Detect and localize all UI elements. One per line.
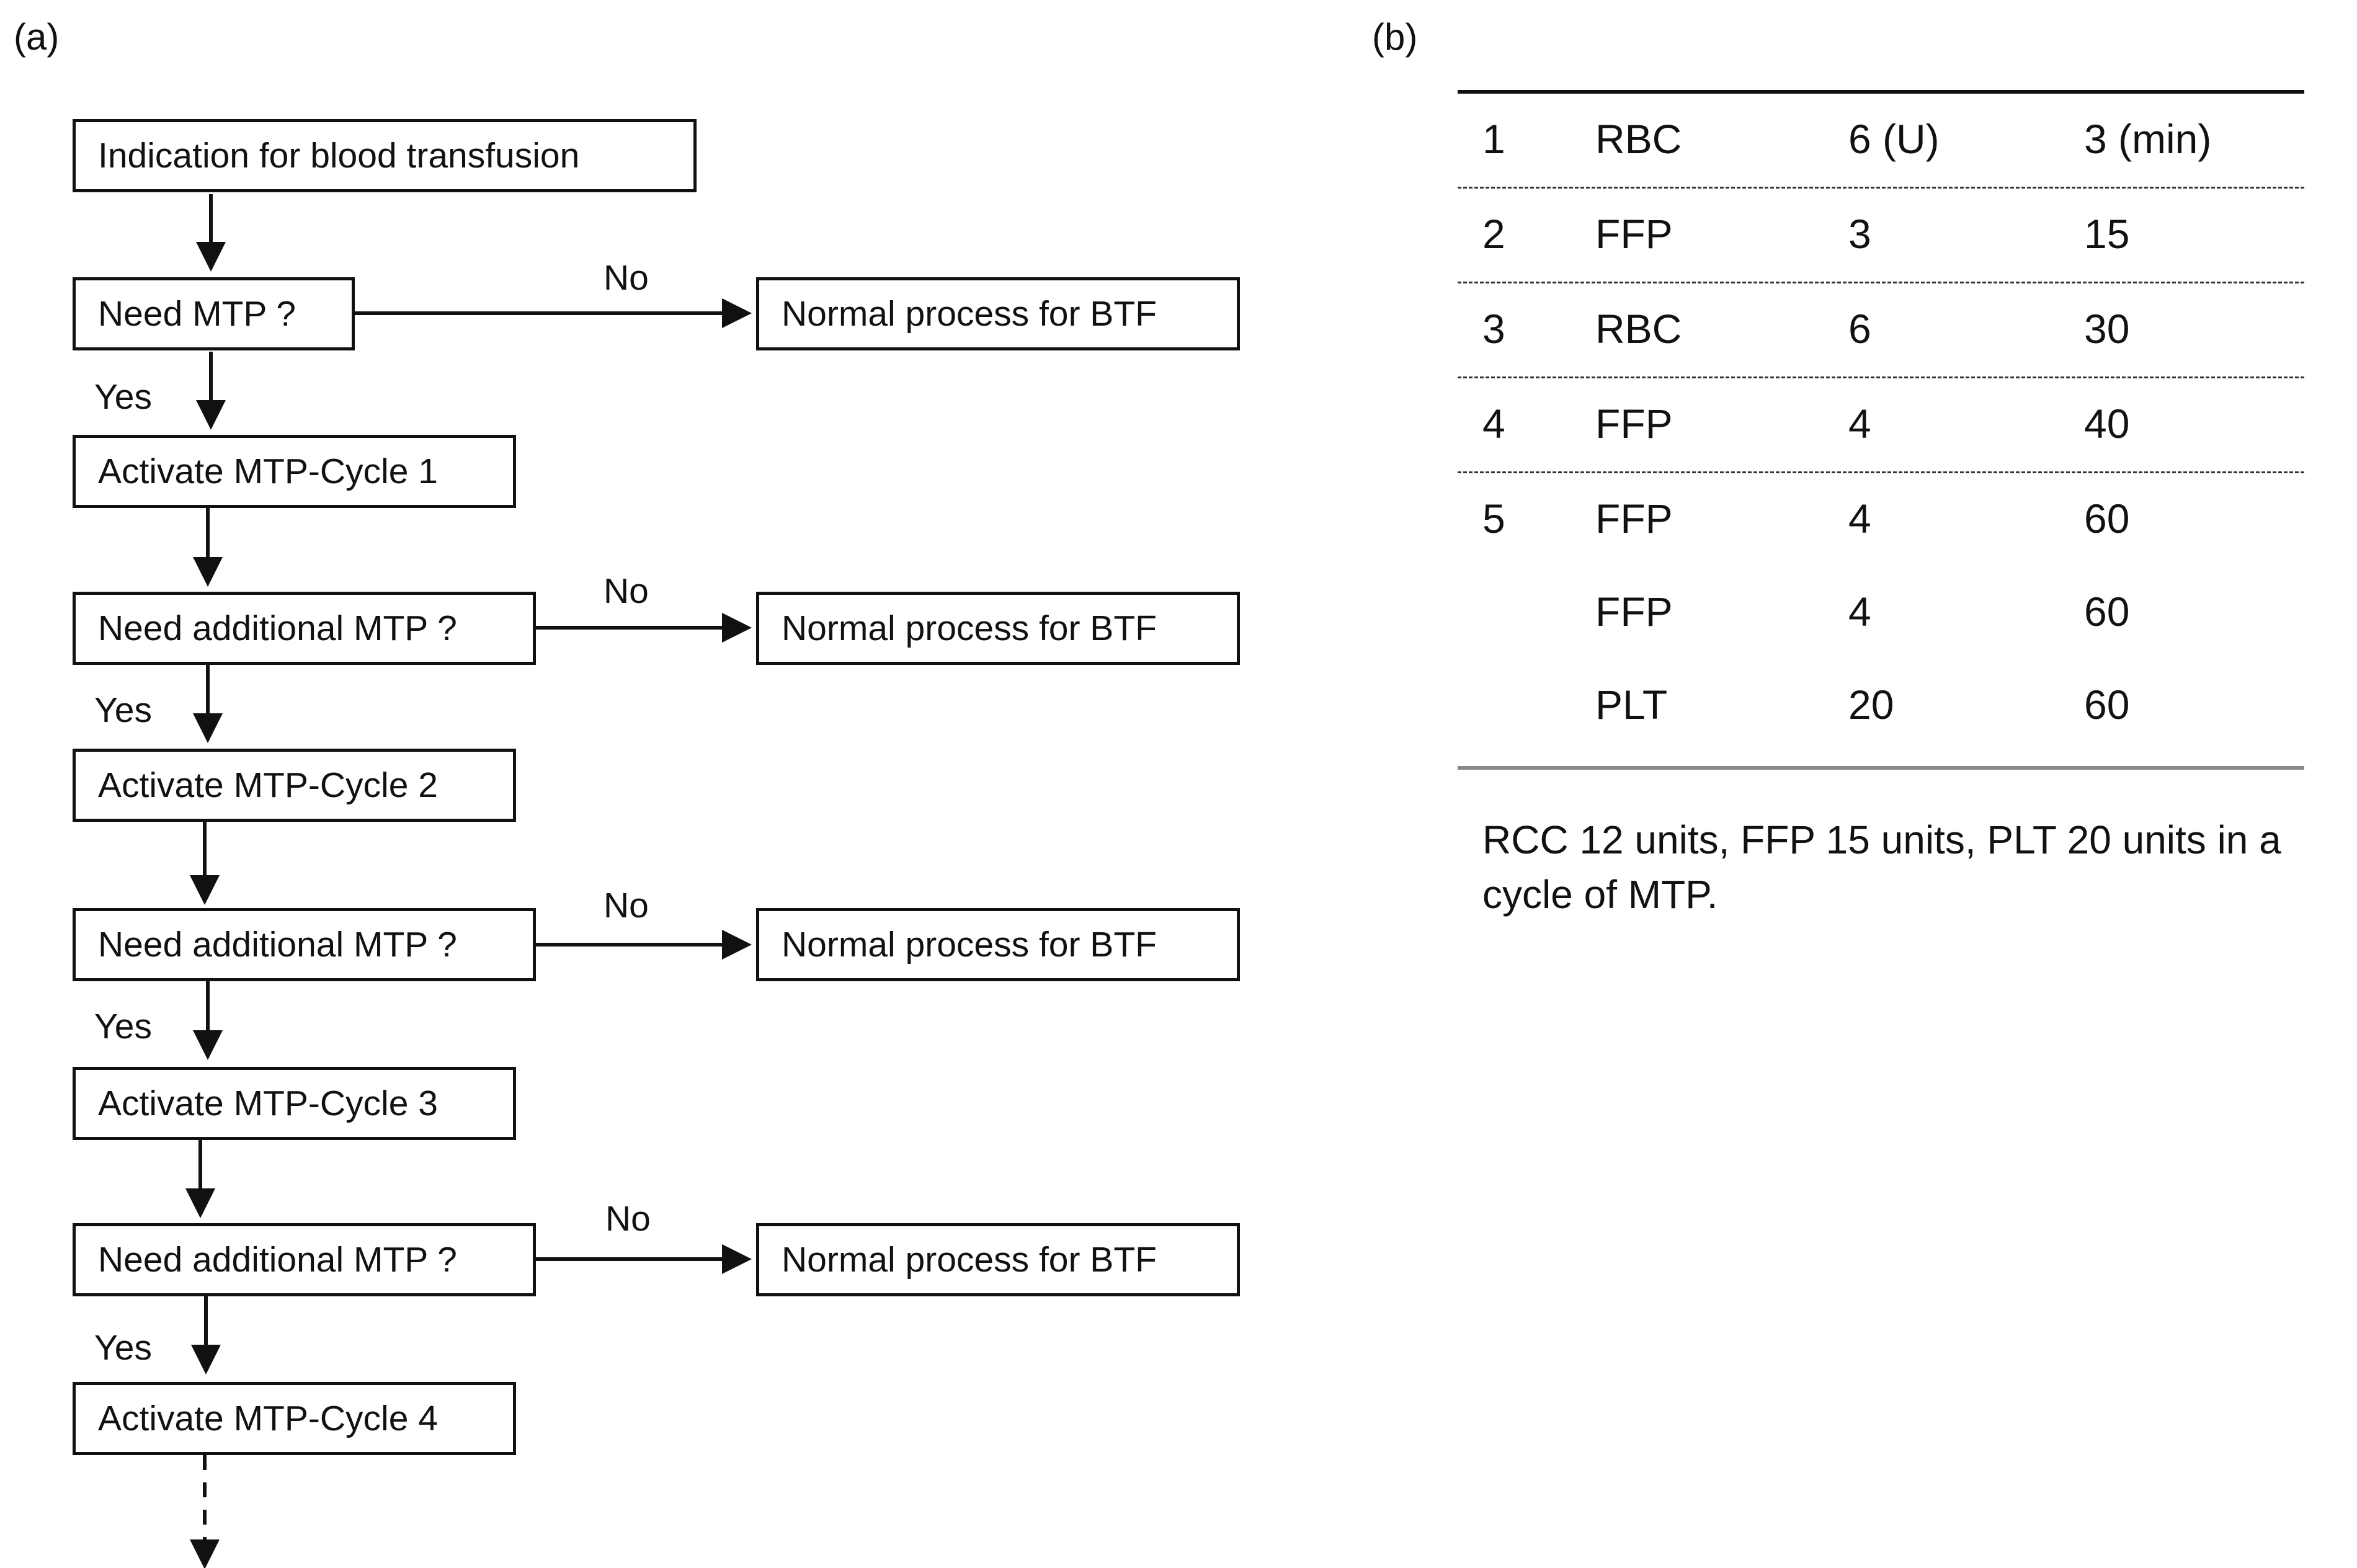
- yes-label-3: Yes: [94, 1007, 152, 1046]
- table-row: 1 RBC 6 (U) 3 (min): [1458, 94, 2304, 189]
- table-cell: 6 (U): [1848, 116, 1940, 162]
- table-row: FFP 4 60: [1458, 566, 2304, 659]
- panel-label-b: (b): [1372, 16, 1418, 58]
- cycle-1-box: Activate MTP-Cycle 1: [73, 435, 516, 508]
- table-cell: RBC: [1595, 116, 1682, 162]
- table-cell: 3: [1848, 211, 1871, 257]
- need-additional-label-1: Need additional MTP ?: [98, 608, 457, 648]
- table-top-rule: [1458, 90, 2304, 94]
- table-note: RCC 12 units, FFP 15 units, PLT 20 units…: [1482, 817, 2281, 917]
- need-mtp-box: Need MTP ?: [73, 277, 355, 350]
- normal-process-box-1: Normal process for BTF: [756, 277, 1240, 350]
- no-label-3: No: [604, 886, 649, 925]
- panel-label-a: (a): [14, 16, 60, 58]
- no-label-1: No: [604, 258, 649, 298]
- normal-process-label-2: Normal process for BTF: [782, 608, 1157, 648]
- cycle-1-label: Activate MTP-Cycle 1: [98, 452, 438, 491]
- table-cell: 60: [2084, 682, 2130, 728]
- table-cell: FFP: [1595, 496, 1673, 541]
- table-cell: 3: [1482, 306, 1505, 352]
- table-cell: 4: [1848, 401, 1871, 447]
- start-box: Indication for blood transfusion: [73, 119, 697, 192]
- table-row: 2 FFP 3 15: [1458, 189, 2304, 283]
- need-additional-label-3: Need additional MTP ?: [98, 1240, 457, 1280]
- table-cell: 4: [1848, 589, 1871, 635]
- table-cell: 2: [1482, 211, 1505, 257]
- table-row: 5 FFP 4 60: [1458, 473, 2304, 566]
- cycle-2-label: Activate MTP-Cycle 2: [98, 765, 438, 805]
- table-bottom-rule: [1458, 766, 2304, 770]
- table-cell: 1: [1482, 116, 1505, 162]
- table-cell: 60: [2084, 589, 2130, 635]
- need-additional-box-3: Need additional MTP ?: [73, 1223, 536, 1296]
- table-cell: PLT: [1595, 682, 1668, 728]
- normal-process-label-4: Normal process for BTF: [782, 1240, 1157, 1280]
- cycle-4-label: Activate MTP-Cycle 4: [98, 1399, 438, 1438]
- no-label-4: No: [605, 1199, 651, 1239]
- table-cell: 6: [1848, 306, 1871, 352]
- table-cell: 30: [2084, 306, 2130, 352]
- cycle-3-box: Activate MTP-Cycle 3: [73, 1067, 516, 1140]
- table-cell: 60: [2084, 496, 2130, 541]
- no-label-2: No: [604, 571, 649, 611]
- table-cell: 4: [1482, 401, 1505, 447]
- table-row: PLT 20 60: [1458, 659, 2304, 752]
- table-cell: RBC: [1595, 306, 1682, 352]
- table-row: 3 RBC 6 30: [1458, 283, 2304, 378]
- normal-process-box-2: Normal process for BTF: [756, 592, 1240, 665]
- cycle-3-label: Activate MTP-Cycle 3: [98, 1084, 438, 1123]
- table-cell: 4: [1848, 496, 1871, 541]
- mtp-cycle-table: 1 RBC 6 (U) 3 (min) 2 FFP 3 15 3 RBC 6 3…: [1458, 90, 2304, 770]
- normal-process-label-1: Normal process for BTF: [782, 294, 1157, 334]
- start-label: Indication for blood transfusion: [98, 136, 580, 176]
- cycle-4-box: Activate MTP-Cycle 4: [73, 1382, 516, 1455]
- table-cell: 40: [2084, 401, 2130, 447]
- cycle-2-box: Activate MTP-Cycle 2: [73, 749, 516, 822]
- normal-process-box-4: Normal process for BTF: [756, 1223, 1240, 1296]
- yes-label-4: Yes: [94, 1328, 152, 1368]
- yes-label-1: Yes: [94, 377, 152, 417]
- table-cell: 3 (min): [2084, 116, 2212, 162]
- need-additional-box-1: Need additional MTP ?: [73, 592, 536, 665]
- table-row: 4 FFP 4 40: [1458, 378, 2304, 473]
- table-cell: 5: [1482, 496, 1505, 541]
- normal-process-label-3: Normal process for BTF: [782, 925, 1157, 964]
- normal-process-box-3: Normal process for BTF: [756, 908, 1240, 981]
- need-additional-label-2: Need additional MTP ?: [98, 925, 457, 964]
- table-cell: FFP: [1595, 589, 1673, 635]
- table-cell: 15: [2084, 211, 2130, 257]
- yes-label-2: Yes: [94, 690, 152, 730]
- need-mtp-label: Need MTP ?: [98, 294, 296, 334]
- need-additional-box-2: Need additional MTP ?: [73, 908, 536, 981]
- table-cell: 20: [1848, 682, 1894, 728]
- table-cell: FFP: [1595, 211, 1673, 257]
- table-cell: FFP: [1595, 401, 1673, 447]
